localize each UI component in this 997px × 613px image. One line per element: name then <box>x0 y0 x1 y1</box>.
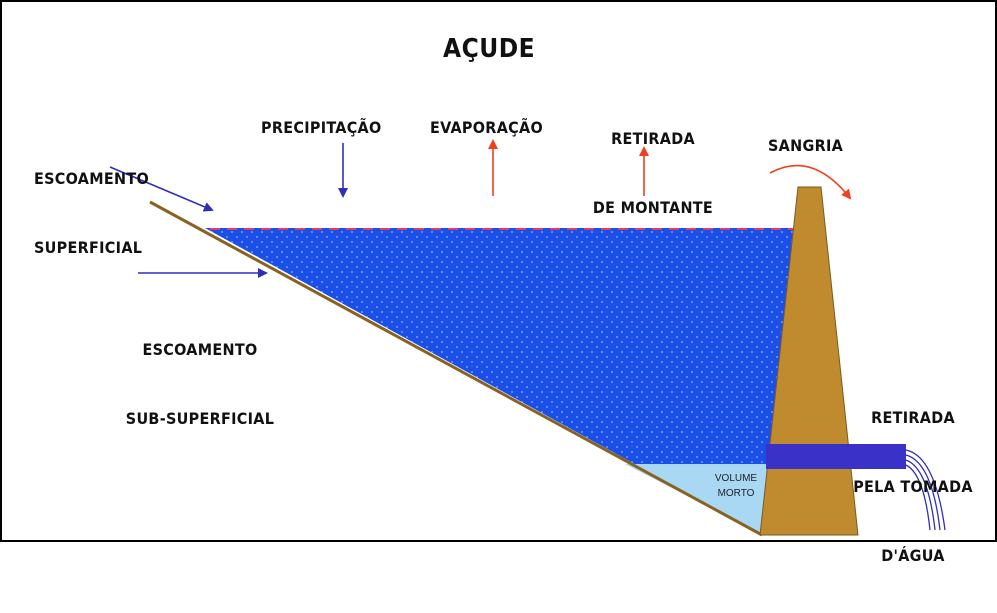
label-line: RETIRADA <box>871 408 955 427</box>
terrain-slope-line <box>149 200 763 537</box>
label-evaporacao: EVAPORAÇÃO <box>430 118 543 137</box>
label-line: SUB-SUPERFICIAL <box>125 409 275 428</box>
water-texture <box>205 228 800 534</box>
label-retirada-tomada: RETIRADA PELA TOMADA D'ÁGUA <box>848 360 978 613</box>
label-line: RETIRADA <box>611 129 695 148</box>
label-precipitacao: PRECIPITAÇÃO <box>261 118 382 137</box>
label-sangria: SANGRIA <box>768 136 844 155</box>
label-line: PELA TOMADA <box>853 477 973 496</box>
reservoir-diagram: AÇUDE ESCOAMENTO SUPERFICIAL PRECIPITAÇÃ… <box>0 0 997 565</box>
label-escoamento-superficial: ESCOAMENTO SUPERFICIAL <box>34 121 149 305</box>
label-line: SUPERFICIAL <box>34 238 143 257</box>
label-escoamento-sub-superficial: ESCOAMENTO SUB-SUPERFICIAL <box>100 292 300 476</box>
outflow-streams <box>905 449 946 531</box>
label-line: VOLUME <box>714 473 758 484</box>
label-retirada-montante: RETIRADA DE MONTANTE <box>578 81 728 265</box>
label-line: DE MONTANTE <box>592 198 714 217</box>
label-line: ESCOAMENTO <box>34 169 149 188</box>
label-line: ESCOAMENTO <box>142 340 258 359</box>
diagram-canvas <box>0 0 997 542</box>
diagram-title: AÇUDE <box>443 34 536 64</box>
intake-pipe <box>766 444 906 469</box>
label-line: D'ÁGUA <box>881 546 945 565</box>
surface-runoff-arrow <box>109 166 214 212</box>
spillway-arrow <box>769 164 852 200</box>
label-volume-morto: VOLUME MORTO <box>704 471 768 501</box>
label-line: MORTO <box>717 488 755 499</box>
